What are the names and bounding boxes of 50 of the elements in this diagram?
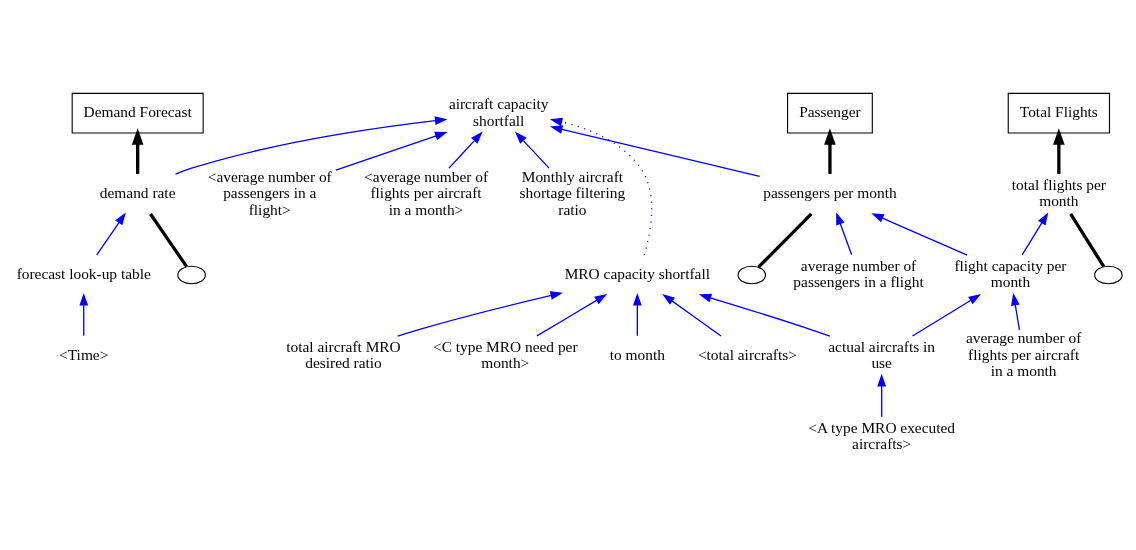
arrow — [836, 212, 853, 256]
node-cloud — [737, 265, 767, 285]
node-cloud — [177, 265, 206, 285]
connector — [1069, 213, 1106, 268]
arrow — [911, 294, 982, 337]
node-text: <total aircrafts> — [697, 345, 797, 363]
arrow — [397, 291, 563, 337]
node-text: average number of passengers in a flight — [793, 256, 924, 291]
arrow — [79, 293, 89, 337]
node-text: <average number of flights per aircraft in a month> — [363, 167, 489, 218]
node-text: average number of flights per aircraft in a month — [965, 329, 1082, 380]
node-text: aircraft capacity shortfall — [448, 95, 549, 129]
arrow — [174, 116, 448, 175]
arrow — [1021, 212, 1049, 256]
arrow — [536, 294, 608, 337]
arrow — [514, 131, 550, 169]
node-text: Monthly aircraft shortage filtering ratio — [519, 167, 626, 218]
arrow — [448, 131, 483, 169]
connector — [757, 212, 813, 269]
arrow — [550, 125, 761, 177]
node-box: Demand Forecast — [71, 92, 204, 134]
arrow — [698, 293, 831, 337]
node-text: MRO capacity shortfall — [564, 265, 710, 283]
arrow — [871, 213, 968, 256]
arrow — [335, 131, 448, 171]
arrow — [824, 128, 836, 174]
node-box: Total Flights — [1007, 92, 1111, 134]
arrow — [131, 128, 144, 174]
arrow — [662, 293, 722, 337]
node-cloud — [1094, 265, 1123, 285]
arrow — [96, 212, 126, 256]
node-text: actual aircrafts in use — [828, 337, 936, 372]
connector — [149, 213, 188, 268]
node-text: total flights per month — [1011, 175, 1106, 210]
arrow — [1053, 128, 1065, 174]
node-text: <A type MRO executed aircrafts> — [808, 418, 956, 453]
node-text: <Time> — [59, 345, 109, 363]
node-text: demand rate — [99, 184, 176, 202]
arrow — [877, 373, 887, 418]
node-text: total aircraft MRO desired ratio — [286, 337, 401, 372]
node-text: <average number of passengers in a flight> — [207, 167, 332, 218]
node-text: passengers per month — [763, 184, 897, 202]
arrow — [549, 117, 653, 256]
node-text: forecast look-up table — [16, 265, 151, 283]
arrow — [632, 293, 642, 337]
node-text: to month — [609, 345, 665, 363]
arrow — [1011, 292, 1021, 331]
node-text: flight capacity per month — [954, 256, 1067, 291]
node-box: Passenger — [787, 92, 873, 134]
node-text: <C type MRO need per month> — [432, 337, 578, 372]
